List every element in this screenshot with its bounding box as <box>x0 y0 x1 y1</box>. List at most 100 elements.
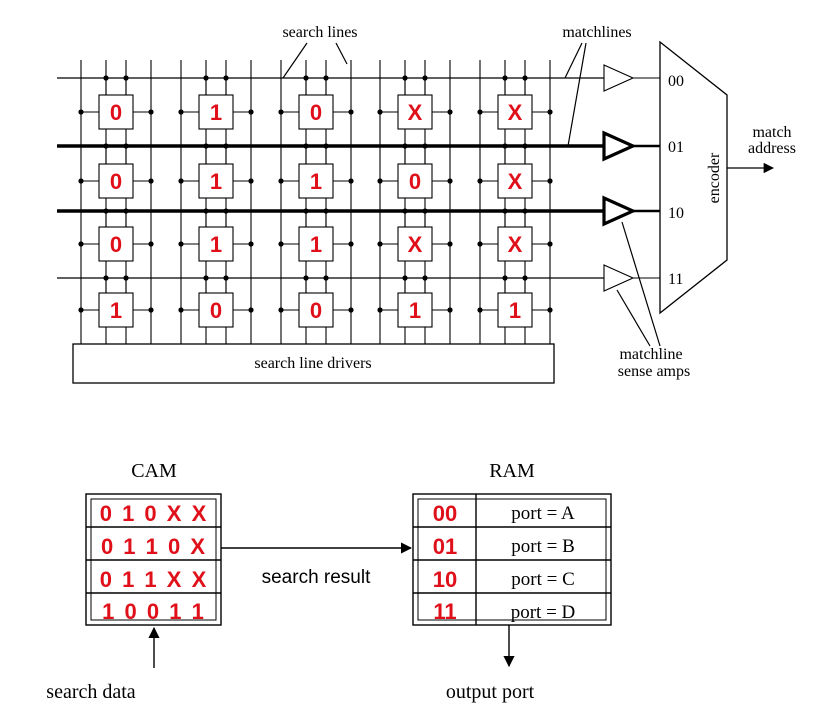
junction-dot <box>447 241 453 247</box>
cam-cell-value: 0 <box>310 100 322 125</box>
junction-dot <box>148 241 154 247</box>
junction-dot <box>203 75 209 81</box>
junction-dot <box>348 178 354 184</box>
junction-dot <box>447 178 453 184</box>
junction-dot <box>323 143 329 149</box>
ram-value-d: port = D <box>511 602 576 623</box>
junction-dot <box>203 208 209 214</box>
junction-dot <box>422 75 428 81</box>
cam-cell <box>198 94 234 130</box>
ram-address-01: 01 <box>433 534 457 559</box>
junction-dot <box>148 307 154 313</box>
search-data-label: search data <box>46 681 136 703</box>
junction-dot <box>447 109 453 115</box>
cam-cell <box>397 292 433 328</box>
sense-amp <box>602 130 637 162</box>
junction-dot <box>148 109 154 115</box>
match-address-label-line1: match <box>752 124 791 141</box>
junction-dot <box>477 307 483 313</box>
junction-dot <box>78 109 84 115</box>
junction-dot <box>123 75 129 81</box>
junction-dot <box>522 143 528 149</box>
junction-dot <box>203 143 209 149</box>
cam-table: 0 1 0 X X 0 1 1 0 X 0 1 1 X X 1 0 0 1 1 <box>85 493 222 626</box>
junction-dot <box>477 109 483 115</box>
junction-dot <box>78 178 84 184</box>
junction-dot <box>123 208 129 214</box>
junction-dot <box>103 208 109 214</box>
ram-value-b: port = B <box>511 536 575 557</box>
junction-dot <box>223 275 229 281</box>
junction-dot <box>248 109 254 115</box>
junction-dot <box>547 241 553 247</box>
junction-dot <box>303 75 309 81</box>
junction-dot <box>178 178 184 184</box>
junction-dot <box>502 143 508 149</box>
cam-cell-value: 0 <box>210 298 222 323</box>
junction-dot <box>348 109 354 115</box>
cam-row-2: 0 1 1 X X <box>100 567 209 592</box>
junction-dot <box>223 143 229 149</box>
search-lines-pointer-a <box>282 42 308 79</box>
junction-dot <box>278 109 284 115</box>
sense-amp <box>602 195 637 227</box>
sense-amp <box>603 64 635 92</box>
junction-dot <box>78 241 84 247</box>
cam-cell-value: 1 <box>210 232 222 257</box>
matchlines-pointer-a <box>564 42 583 79</box>
ram-value-a: port = A <box>511 503 575 524</box>
junction-dot <box>377 178 383 184</box>
junction-dot <box>178 109 184 115</box>
junction-dot <box>402 208 408 214</box>
search-line-drivers-box <box>72 343 555 384</box>
junction-dot <box>377 307 383 313</box>
cam-cell-value: 0 <box>110 169 122 194</box>
ram-table: 00 01 10 11 port = A port = B port = C p… <box>412 493 612 626</box>
junction-dot <box>223 208 229 214</box>
junction-dot <box>103 143 109 149</box>
address-label-00: 00 <box>668 73 684 90</box>
junction-dot <box>402 275 408 281</box>
cam-cell <box>298 94 334 130</box>
cam-row-3: 1 0 0 1 1 <box>102 599 206 624</box>
junction-dot <box>203 275 209 281</box>
encoder-block <box>659 40 728 315</box>
junction-dot <box>78 307 84 313</box>
cam-cell <box>98 226 134 262</box>
cam-row-1: 0 1 1 0 X <box>101 534 207 559</box>
ram-title: RAM <box>489 460 535 482</box>
junction-dot <box>422 143 428 149</box>
cam-cell <box>98 94 134 130</box>
cam-cell-value: X <box>408 232 423 257</box>
junction-dot <box>522 275 528 281</box>
cam-row-0: 0 1 0 X X <box>100 501 209 526</box>
cam-cell-value: 1 <box>310 169 322 194</box>
cam-cell-value: 1 <box>310 232 322 257</box>
junction-dot <box>547 109 553 115</box>
junction-dot <box>178 241 184 247</box>
ram-address-10: 10 <box>433 567 457 592</box>
junction-dot <box>522 75 528 81</box>
cam-cell-value: 0 <box>310 298 322 323</box>
junction-dot <box>278 241 284 247</box>
address-label-11: 11 <box>668 271 683 288</box>
cam-cell-value: 1 <box>110 298 122 323</box>
junction-dot <box>547 307 553 313</box>
cam-cell-value: 1 <box>210 100 222 125</box>
cam-cell-value: 0 <box>110 100 122 125</box>
junction-dot <box>248 241 254 247</box>
sense-amps-pointer-a <box>616 289 651 347</box>
cam-cell-value: 1 <box>409 298 421 323</box>
junction-dot <box>447 307 453 313</box>
output-port-label: output port <box>446 681 535 703</box>
junction-dot <box>377 241 383 247</box>
junction-dot <box>522 208 528 214</box>
match-address-label-line2: address <box>748 140 796 157</box>
cam-cell-value: 0 <box>110 232 122 257</box>
search-result-label: search result <box>262 567 371 588</box>
junction-dot <box>377 109 383 115</box>
search-line-drivers-label: search line drivers <box>254 355 371 372</box>
encoder-label: encoder <box>706 152 723 203</box>
